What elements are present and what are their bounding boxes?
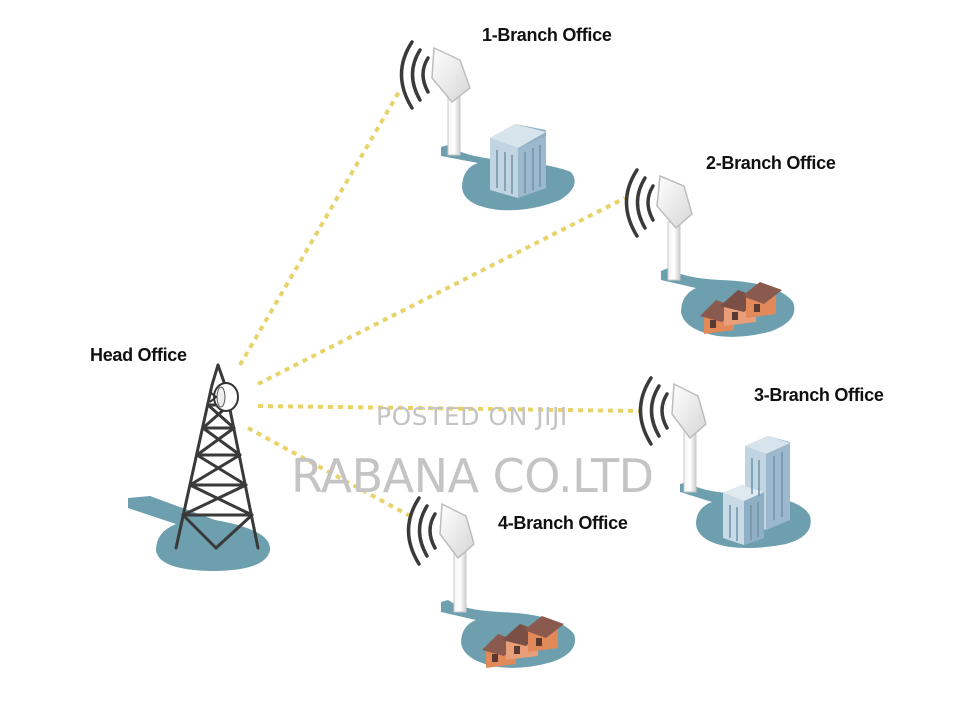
dish-antenna-icon — [209, 382, 239, 412]
office-towers-icon — [723, 436, 790, 545]
branch1-antenna-icon — [399, 40, 471, 156]
branch2-antenna-icon — [624, 168, 693, 281]
head-ground-pad — [128, 496, 271, 571]
link-branch1 — [238, 88, 402, 367]
branch2-label: 2-Branch Office — [706, 153, 836, 173]
link-branch3 — [257, 404, 641, 413]
branch4-antenna-icon — [406, 496, 475, 613]
houses-icon — [482, 616, 564, 668]
branch2-node — [624, 168, 795, 337]
head-office-node — [128, 363, 271, 571]
office-building-icon — [490, 124, 546, 198]
houses-icon — [700, 282, 782, 334]
branch3-node — [638, 376, 811, 548]
watermark-company: RABANA CO.LTD — [291, 449, 654, 503]
branch4-label: 4-Branch Office — [498, 513, 628, 533]
branch1-node — [399, 40, 575, 211]
head-office-label: Head Office — [90, 345, 187, 365]
link-branch2 — [257, 196, 626, 386]
watermark-posted: POSTED ON JIJI — [376, 402, 568, 431]
branch3-label: 3-Branch Office — [754, 385, 884, 405]
branch3-antenna-icon — [638, 376, 707, 493]
link-branch4 — [247, 426, 411, 518]
branch1-label: 1-Branch Office — [482, 25, 612, 45]
branch4-node — [406, 496, 576, 668]
wireless-links — [238, 88, 641, 518]
